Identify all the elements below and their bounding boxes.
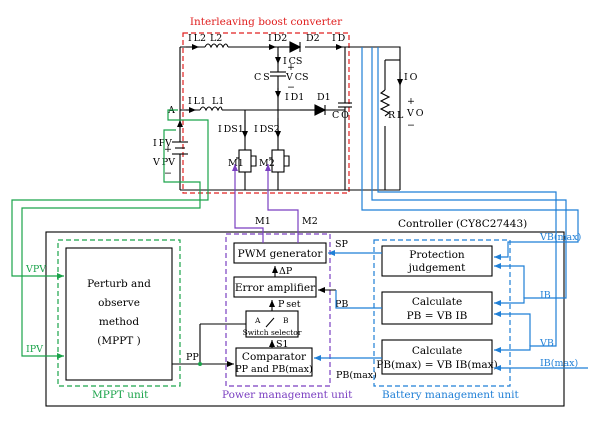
signal-ib: IB xyxy=(540,290,551,301)
label-vo: V O xyxy=(406,108,424,119)
converter-wiring xyxy=(172,41,401,191)
vcs-plus: + xyxy=(287,62,295,73)
signal-vbmax: VB(max) xyxy=(539,232,581,243)
vpv-plus: + xyxy=(164,144,172,155)
calc-pbmax-line-2: PB(max) = VB IB(max) xyxy=(376,359,497,371)
gate-m1-label: M1 xyxy=(255,216,271,227)
vcs-minus: − xyxy=(287,82,295,93)
error-amplifier-label: Error amplifier xyxy=(235,282,316,294)
battery-unit-boundary xyxy=(373,239,511,387)
gate-m2-label: M2 xyxy=(302,216,318,227)
label-ids2: I DS2 xyxy=(254,124,280,135)
protection-block xyxy=(381,245,493,277)
pbmax-label: PB(max) xyxy=(336,370,377,381)
mosfet-m2 xyxy=(269,149,290,173)
label-d2: D2 xyxy=(306,33,320,44)
power-unit-label: Power management unit xyxy=(222,389,353,401)
pp-junction xyxy=(198,362,202,366)
p-set-label: P set xyxy=(278,299,301,310)
switch-b: B xyxy=(283,316,289,325)
comparator-line-2: PP and PB(max) xyxy=(235,364,313,375)
battery-unit-wiring xyxy=(314,250,382,361)
switch-selector-caption: Switch selector xyxy=(243,328,302,337)
mosfet-m1 xyxy=(236,149,257,173)
mppt-line-3: method xyxy=(99,316,139,328)
signal-ibmax: IB(max) xyxy=(540,358,578,369)
label-ics: I CS xyxy=(283,56,302,67)
battery-sense-lines xyxy=(361,47,588,371)
current-arrows xyxy=(177,44,403,138)
switch-a: A xyxy=(254,316,261,325)
calc-pb-line-2: PB = VB IB xyxy=(407,310,468,322)
controller-box xyxy=(45,231,565,407)
label-vcs: V CS xyxy=(285,72,309,83)
s1-label: S1 xyxy=(276,339,289,350)
controller-title: Controller (CY8C27443) xyxy=(398,218,527,230)
label-il1: I L1 xyxy=(188,96,206,107)
protection-line-2: judgement xyxy=(407,262,467,274)
mppt-unit-boundary xyxy=(57,239,181,387)
mppt-line-4: (MPPT ) xyxy=(97,335,140,347)
signal-vpv: VPV xyxy=(25,264,46,275)
label-rl: R L xyxy=(388,110,404,121)
power-unit-boundary xyxy=(225,233,331,387)
calculate-pbmax-block xyxy=(381,339,493,375)
pwm-generator-label: PWM generator xyxy=(238,248,324,260)
pb-label: PB xyxy=(335,299,348,310)
calc-pbmax-line-1: Calculate xyxy=(412,345,462,357)
delta-p-label: ΔP xyxy=(279,266,293,277)
label-l2: L2 xyxy=(210,33,222,44)
label-io: I O xyxy=(404,72,418,83)
label-ids1: I DS1 xyxy=(218,124,244,135)
vo-minus: − xyxy=(407,120,415,131)
label-id1: I D1 xyxy=(285,92,304,103)
mppt-line-2: observe xyxy=(98,297,140,309)
pv-sense-lines xyxy=(11,109,209,359)
label-ipv: I PV xyxy=(153,138,172,149)
mppt-unit-label: MPPT unit xyxy=(92,389,149,401)
label-m2: M2 xyxy=(259,158,275,169)
label-id2: I D2 xyxy=(268,33,287,44)
converter-title: Interleaving boost converter xyxy=(190,16,343,28)
pp-label: PP xyxy=(186,352,199,363)
comparator-line-1: Comparator xyxy=(242,351,307,363)
vo-plus: + xyxy=(407,96,415,107)
label-id: I D xyxy=(332,33,346,44)
comparator-block xyxy=(235,347,313,377)
gate-drive-lines xyxy=(232,164,299,243)
signal-ipv: IPV xyxy=(26,344,43,355)
mppt-block xyxy=(65,247,173,381)
vpv-minus: − xyxy=(164,168,172,179)
label-m1: M1 xyxy=(228,158,244,169)
sp-label: SP xyxy=(335,239,349,250)
switch-blade xyxy=(265,317,275,328)
pwm-generator-block xyxy=(233,242,327,264)
protection-line-1: Protection xyxy=(409,249,465,261)
mppt-line-1: Perturb and xyxy=(87,278,151,290)
label-co: C O xyxy=(332,110,349,121)
converter-boundary xyxy=(182,32,350,194)
calc-pb-line-1: Calculate xyxy=(412,296,462,308)
label-d1: D1 xyxy=(317,92,331,103)
label-l1: L1 xyxy=(212,96,224,107)
battery-unit-label: Battery management unit xyxy=(382,389,519,401)
label-il2: I L2 xyxy=(188,33,206,44)
label-cs: C S xyxy=(254,72,270,83)
signal-vb: VB xyxy=(539,338,554,349)
